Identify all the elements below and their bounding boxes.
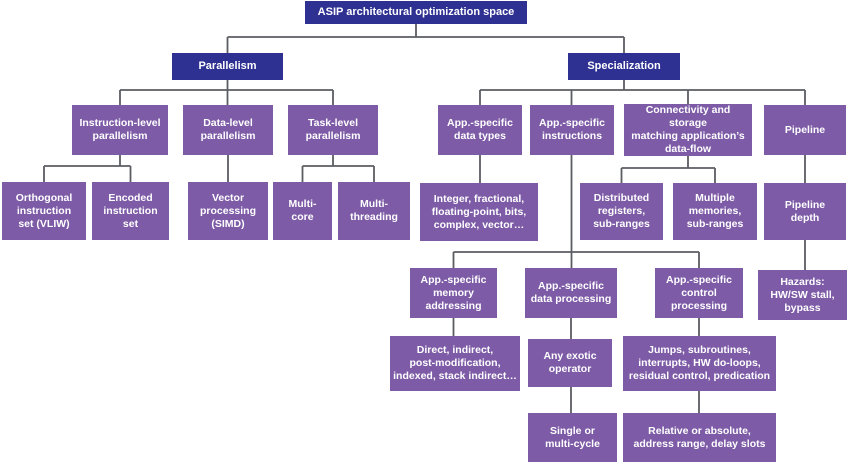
node-connectivity-storage: Connectivity and storage matching applic… [624,104,752,156]
node-instruction-level-parallelism: Instruction-level parallelism [72,105,168,155]
node-branch-examples: Relative or absolute, address range, del… [623,413,776,462]
node-app-specific-instructions: App.-specific instructions [530,105,614,155]
node-app-specific-data-processing: App.-specific data processing [525,268,617,318]
node-app-specific-control-processing: App.-specific control processing [655,268,743,318]
node-parallelism: Parallelism [172,53,283,80]
node-multiple-memories: Multiple memories, sub-ranges [673,183,757,240]
node-multi-core: Multi- core [273,182,332,240]
node-multi-threading: Multi- threading [338,182,410,240]
node-specialization: Specialization [568,53,680,80]
node-root: ASIP architectural optimization space [305,1,527,24]
node-task-level-parallelism: Task-level parallelism [288,105,378,155]
node-single-or-multi-cycle: Single or multi-cycle [528,413,617,462]
node-addressing-modes: Direct, indirect, post-modification, ind… [390,336,520,391]
node-orthogonal-instruction-set: Orthogonal instruction set (VLIW) [2,182,86,240]
node-distributed-registers: Distributed registers, sub-ranges [580,183,663,240]
node-control-examples: Jumps, subroutines, interrupts, HW do-lo… [623,336,776,391]
node-vector-processing-simd: Vector processing (SIMD) [188,182,268,240]
node-data-level-parallelism: Data-level parallelism [183,105,273,155]
node-pipeline-depth: Pipeline depth [764,183,846,240]
node-hazards: Hazards: HW/SW stall, bypass [758,270,847,320]
node-pipeline: Pipeline [764,105,846,155]
node-encoded-instruction-set: Encoded instruction set [92,182,169,240]
node-app-specific-memory-addressing: App.-specific memory addressing [410,268,497,318]
node-any-exotic-operator: Any exotic operator [528,339,612,387]
node-app-specific-data-types: App.-specific data types [438,105,522,155]
node-data-type-examples: Integer, fractional, floating-point, bit… [420,183,538,241]
